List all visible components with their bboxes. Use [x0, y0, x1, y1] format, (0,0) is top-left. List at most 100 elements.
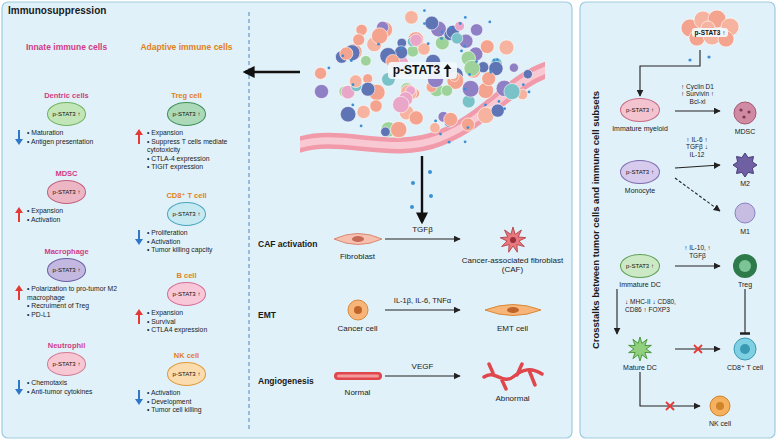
bullet-item: • Development [147, 398, 241, 407]
label-holder: Angiogenesis [258, 370, 314, 388]
bullet-group: • Maturation• Antigen presentation [12, 129, 121, 146]
bullet-item: • Recruiment of Treg [27, 302, 121, 311]
row-label: CAF activation [258, 239, 318, 249]
cell-picture [481, 360, 545, 392]
arrow-head [135, 129, 143, 135]
caf-shape [500, 227, 526, 252]
cell-figure: Treg [720, 251, 770, 289]
edge-label-holder: ↑ Cyclin D1 ↑ Survivin ↑ Bcl-xl [679, 83, 716, 108]
tumor-cell [480, 40, 494, 54]
cell-card: Macrophagep-STAT3 ↑• Polarization to pro… [11, 246, 122, 320]
column-heading: Adaptive immune cells [128, 38, 245, 53]
cell-picture [732, 253, 758, 279]
nucleus [507, 307, 519, 313]
vessel-lumen [337, 375, 379, 378]
edge-label-holder: VEGF [385, 355, 460, 373]
arrow-head [135, 309, 143, 315]
cytokine-dot [328, 67, 331, 70]
left-panel-ground [2, 2, 572, 438]
dendritic-cell-shape [629, 337, 652, 361]
cytokine-dot [428, 170, 432, 174]
trend-arrow [134, 229, 144, 245]
cell-figure: EMT cell [460, 296, 565, 333]
cell-caption: Immature DC [605, 280, 675, 289]
cell-figure: Cancer cell [330, 296, 385, 333]
region-panel: Crosstalks between tumor cells and immun… [580, 2, 775, 438]
cell-picture [493, 226, 533, 254]
bullet-group: • Polarization to pro-tumor M2 macrophag… [12, 285, 121, 319]
right-panel-ground [580, 2, 775, 438]
inhibition-connector [744, 289, 745, 334]
cytokine-dot [441, 31, 444, 34]
edge-label-holder: TGFβ [385, 218, 460, 236]
tumor-cell [482, 72, 496, 86]
cell-name: NK cell [132, 351, 241, 360]
tumor-microenvironment: p-STAT3 [300, 6, 545, 156]
pstat3-label: p-STAT3 ↑ [47, 180, 87, 204]
cell-picture [332, 228, 384, 250]
nucleus [354, 306, 362, 314]
bullet-item: • Suppress T cells mediate cytotoxicity [147, 138, 241, 155]
tumor-cell [340, 106, 356, 122]
tumor-cell [370, 100, 382, 112]
cytokine-dot [464, 16, 467, 19]
cross-stroke [666, 402, 674, 410]
tumor-illustration [300, 6, 545, 156]
bullet-item: • Antigen presentation [27, 138, 121, 147]
edge-label: ↑ IL-10, ↑ TGFβ [677, 244, 718, 259]
vessel-shape [334, 372, 382, 380]
nucleus [739, 260, 751, 272]
cytokine-dot [459, 22, 462, 25]
cell-picture [732, 200, 758, 226]
cell-column: Innate immune cellsDentric cellsp-STAT3 … [8, 38, 125, 434]
bullet-item: • Polarization to pro-tumor M2 macrophag… [27, 285, 121, 302]
tumor-cell [371, 28, 387, 44]
pstat3-label: p-STAT3 ↑ [620, 254, 660, 278]
granule [739, 108, 742, 111]
cytokine-dot [410, 205, 414, 209]
cytokine-dot [528, 91, 531, 94]
arrow-shaft [18, 290, 20, 300]
connector-arrow [640, 372, 700, 406]
cell-picture [732, 152, 758, 178]
cell-card: B cellp-STAT3 ↑• Expansion• Survival• CT… [131, 270, 242, 336]
cytokine-dot [360, 125, 363, 128]
bullet-group: • Activation• Development• Tumor cell ki… [132, 389, 241, 415]
cell-name: MDSC [12, 169, 121, 178]
connector-arrow [385, 375, 460, 376]
label-holder: p-STAT3 ↑ [670, 21, 750, 39]
bullet-item: • Survival [147, 318, 241, 327]
cell-name: B cell [132, 271, 241, 280]
tumor-cell [340, 47, 353, 60]
cell-caption: M2 [720, 180, 770, 188]
blocked-mark [694, 345, 702, 353]
cytokine-dot [449, 27, 452, 30]
cell-caption: Mature DC [605, 364, 675, 372]
tumor-cell [464, 60, 480, 76]
cross-stroke [694, 345, 702, 353]
arrow-shaft [138, 314, 140, 324]
cell-card: Neutrophilp-STAT3 ↑• Chemotaxis• Anti-tu… [11, 340, 122, 397]
tumor-cell [430, 123, 441, 134]
connector-arrow [675, 165, 720, 168]
cell-name: Treg cell [132, 91, 241, 100]
cytokine-dot [427, 42, 430, 45]
cytokine-dot [377, 43, 380, 46]
divider-line [249, 12, 250, 430]
pstat3-label: p-STAT3 ↑ [167, 102, 207, 126]
cell-figure: Fibroblast [330, 226, 385, 261]
cell-figure: NK cell [700, 392, 740, 428]
cell-card: MDSCp-STAT3 ↑• Expansion• Activation [11, 168, 122, 225]
label-holder: EMT [258, 304, 276, 322]
cytokine-dot [448, 141, 451, 144]
arrow-shaft [138, 134, 140, 144]
cell-caption: Fibroblast [330, 252, 385, 261]
arrow-head [15, 389, 23, 395]
cytokine-dot [489, 71, 492, 74]
cell-column: Adaptive immune cellsTreg cell p-STAT3 ↑ •… [128, 38, 245, 434]
cell-figure: p-STAT3 ↑ Immature DC [605, 252, 675, 289]
bullet-item: • CTLA4 expression [147, 326, 241, 335]
cell-figure: p-STAT3 ↑Immature myeloid [605, 96, 675, 133]
nk-cell-shape [710, 396, 730, 416]
tumor-cell [425, 16, 439, 30]
